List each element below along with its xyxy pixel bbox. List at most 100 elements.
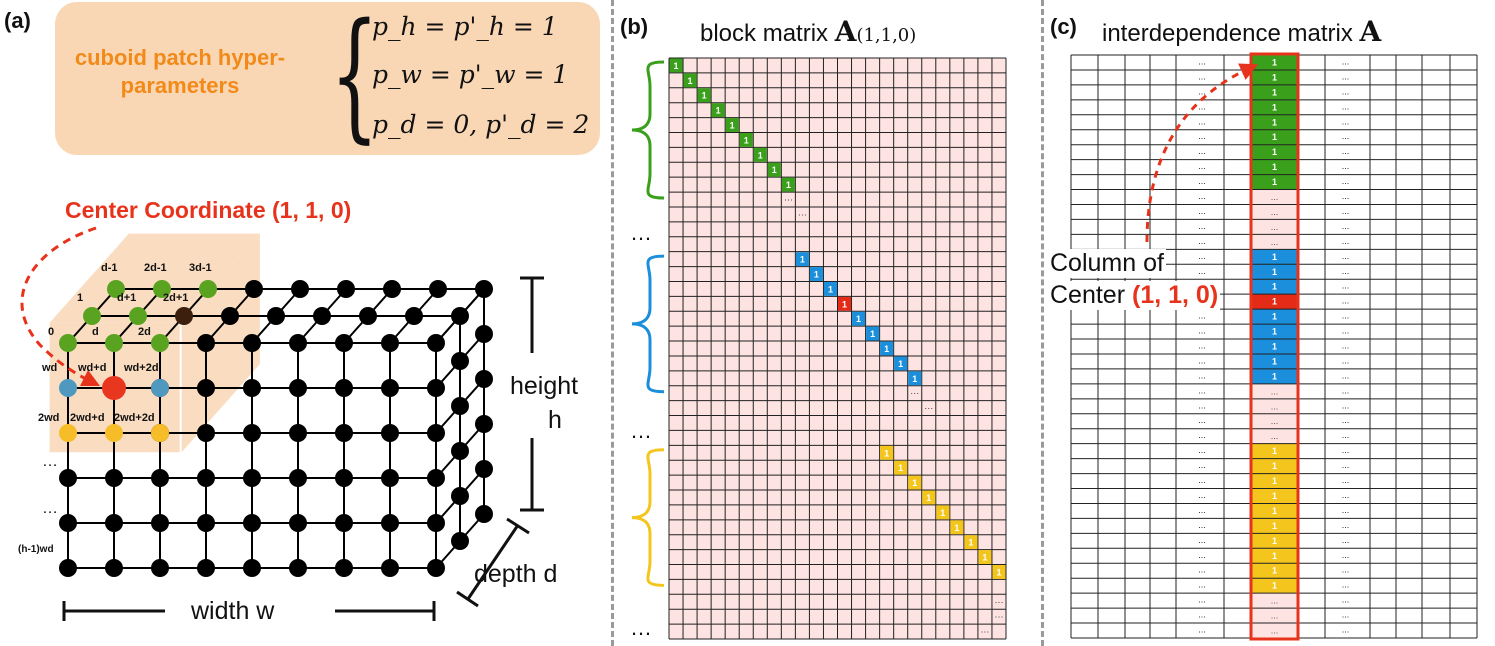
- cell-value: 1: [870, 329, 875, 339]
- row-ellipsis-1: …: [42, 453, 58, 470]
- node-label-2wd: 2wd: [38, 412, 60, 424]
- lattice-node: [291, 280, 309, 298]
- blue-cell: [1252, 279, 1297, 295]
- green-node: [199, 280, 217, 298]
- row-ellipsis: ...: [1198, 535, 1206, 545]
- yellow-cell: [1252, 443, 1297, 459]
- cell-value: 1: [688, 76, 693, 86]
- cell-value: 1: [1272, 132, 1277, 142]
- node-label-d-1: d-1: [101, 262, 118, 274]
- green-cell: [1252, 55, 1297, 70]
- block-row-ellipsis-2: …: [630, 418, 652, 443]
- row-ellipsis: ...: [1342, 116, 1350, 126]
- cell-value: 1: [1272, 87, 1277, 97]
- cell-value: 1: [842, 299, 847, 309]
- column-label-line2: Center: [1050, 281, 1126, 309]
- blue-cell: [880, 341, 894, 356]
- cell-ellipsis: ...: [1271, 207, 1279, 217]
- row-ellipsis: ...: [1198, 625, 1206, 635]
- lattice-node: [243, 514, 261, 532]
- block-matrix-grid: 111111111······111111111······111111111·…: [668, 57, 1007, 640]
- cell-ellipsis: ···: [924, 403, 933, 413]
- green-cell: [1252, 144, 1297, 160]
- pink-cell: [1252, 608, 1297, 624]
- lattice-node: [197, 424, 215, 442]
- green-cell: [711, 103, 725, 118]
- cell-value: 1: [1272, 282, 1277, 292]
- row-ellipsis: ...: [1198, 146, 1206, 156]
- row-ellipsis: ...: [1198, 370, 1206, 380]
- lattice-node: [429, 280, 447, 298]
- block-matrix-subscript: (1,1,0): [856, 25, 917, 46]
- cell-value: 1: [1272, 581, 1277, 591]
- green-cell: [725, 118, 739, 132]
- block-matrix-title: block matrix A(1,1,0): [700, 15, 916, 48]
- lattice-node: [197, 514, 215, 532]
- cell-value: 1: [674, 61, 679, 71]
- pink-cell: [1252, 383, 1297, 399]
- green-node: [59, 334, 77, 352]
- node-label-0: 0: [48, 326, 55, 338]
- cell-value: 1: [758, 150, 763, 160]
- row-ellipsis: ...: [1198, 385, 1206, 395]
- cell-value: 1: [968, 538, 973, 548]
- node-label-2d+1: 2d+1: [163, 292, 189, 304]
- blue-cell: [795, 252, 809, 267]
- equation-pw: p_w = p'_w = 1: [372, 60, 569, 89]
- lattice-node: [337, 280, 355, 298]
- row-ellipsis: ...: [1198, 595, 1206, 605]
- green-cell: [1252, 84, 1297, 100]
- row-ellipsis: ...: [1342, 475, 1350, 485]
- cell-value: 1: [730, 121, 735, 131]
- green-cell: [1252, 174, 1297, 190]
- row-ellipsis: ...: [1342, 86, 1350, 96]
- cell-value: 1: [744, 135, 749, 145]
- cell-value: 1: [1272, 252, 1277, 262]
- cell-value: 1: [982, 553, 987, 563]
- row-ellipsis: ...: [1342, 445, 1350, 455]
- lattice-node: [475, 415, 493, 433]
- cell-value: 1: [1272, 147, 1277, 157]
- lattice-node: [243, 559, 261, 577]
- blue-cell: [1252, 249, 1297, 265]
- interdependence-symbol: A: [1359, 15, 1382, 48]
- node-label-d+1: d+1: [117, 292, 137, 304]
- cell-value: 1: [800, 255, 805, 265]
- equation-pd: p_d = 0, p'_d = 2: [372, 110, 590, 139]
- node-label-2wd+d: 2wd+d: [70, 412, 105, 424]
- green-cell: [1252, 99, 1297, 115]
- cell-value: 1: [912, 374, 917, 384]
- row-ellipsis: ...: [1198, 206, 1206, 216]
- blue-brace: [631, 254, 665, 394]
- yellow-cell: [1252, 533, 1297, 549]
- node-label-3d-1: 3d-1: [189, 262, 212, 274]
- row-ellipsis: ...: [1342, 430, 1350, 440]
- row-ellipsis: ...: [1198, 355, 1206, 365]
- lattice-node: [313, 307, 331, 325]
- yellow-node: [105, 424, 123, 442]
- cell-value: 1: [1272, 312, 1277, 322]
- node-label-2d-1: 2d-1: [144, 262, 167, 274]
- row-ellipsis: ...: [1342, 341, 1350, 351]
- green-cell: [697, 88, 711, 103]
- cell-value: 1: [716, 106, 721, 116]
- cell-ellipsis: ···: [994, 597, 1003, 607]
- pink-cell: [1252, 189, 1297, 205]
- row-ellipsis: ...: [1198, 415, 1206, 425]
- yellow-cell: [1252, 563, 1297, 579]
- row-ellipsis: ...: [1342, 370, 1350, 380]
- lattice-node: [151, 514, 169, 532]
- cell-ellipsis: ···: [784, 195, 793, 205]
- lattice-node: [243, 334, 261, 352]
- cell-value: 1: [1272, 566, 1277, 576]
- lattice-node: [451, 307, 469, 325]
- cell-value: 1: [1272, 162, 1277, 172]
- lattice-node: [243, 424, 261, 442]
- blue-cell: [1252, 353, 1297, 369]
- lattice-node: [245, 280, 263, 298]
- cell-ellipsis: ···: [994, 612, 1003, 622]
- center-coordinate-label: Center Coordinate (1, 1, 0): [65, 197, 352, 223]
- lattice-node: [151, 469, 169, 487]
- brown-node: [175, 307, 193, 325]
- yellow-cell: [880, 445, 894, 460]
